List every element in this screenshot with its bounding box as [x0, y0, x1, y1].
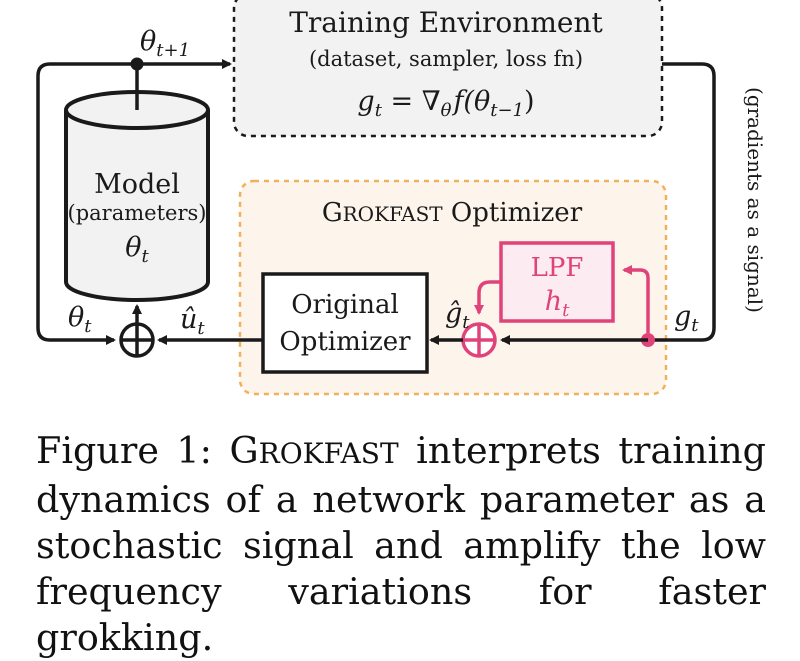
grokfast-optimizer-title: GROKFAST Optimizer [322, 198, 583, 228]
theta-t-label: θt [68, 302, 92, 337]
original-optimizer-line1: Original [291, 290, 399, 320]
training-environment-subtitle: (dataset, sampler, loss fn) [309, 47, 583, 71]
figure-caption: Figure 1: GROKFAST interprets training d… [36, 428, 766, 661]
training-environment-box [232, 0, 664, 138]
model-symbol: θt [125, 232, 149, 267]
lpf-label: LPF [531, 253, 584, 283]
arrow-gradient-to-lpf [622, 265, 650, 333]
side-label: (gradients as a signal) [743, 87, 767, 313]
g-t-label: gt [674, 301, 699, 336]
gradient-formula: gt = ∇θf(θt−1) [357, 86, 534, 121]
lpf-box [499, 241, 615, 323]
gradient-output-path [648, 62, 716, 342]
caption-figure-label: Figure 1: [36, 429, 212, 472]
model-label: Model [94, 169, 180, 200]
training-environment-title: Training Environment [289, 6, 603, 39]
grokfast-diagram: Training Environment (dataset, sampler, … [36, 0, 767, 396]
u-hat-label: ût [180, 304, 205, 339]
caption-method-name: GROKFAST [229, 429, 399, 472]
original-optimizer-line2: Optimizer [279, 327, 411, 357]
model-sublabel: (parameters) [68, 201, 207, 225]
arrow-lpf-to-sum [474, 280, 501, 315]
theta-next-label: θt+1 [140, 26, 190, 61]
g-hat-label: ĝt [445, 298, 470, 333]
original-optimizer-box [261, 272, 429, 374]
feedback-loop-path [36, 62, 137, 345]
black-sum-node [119, 322, 155, 358]
lpf-symbol: ht [545, 286, 570, 321]
